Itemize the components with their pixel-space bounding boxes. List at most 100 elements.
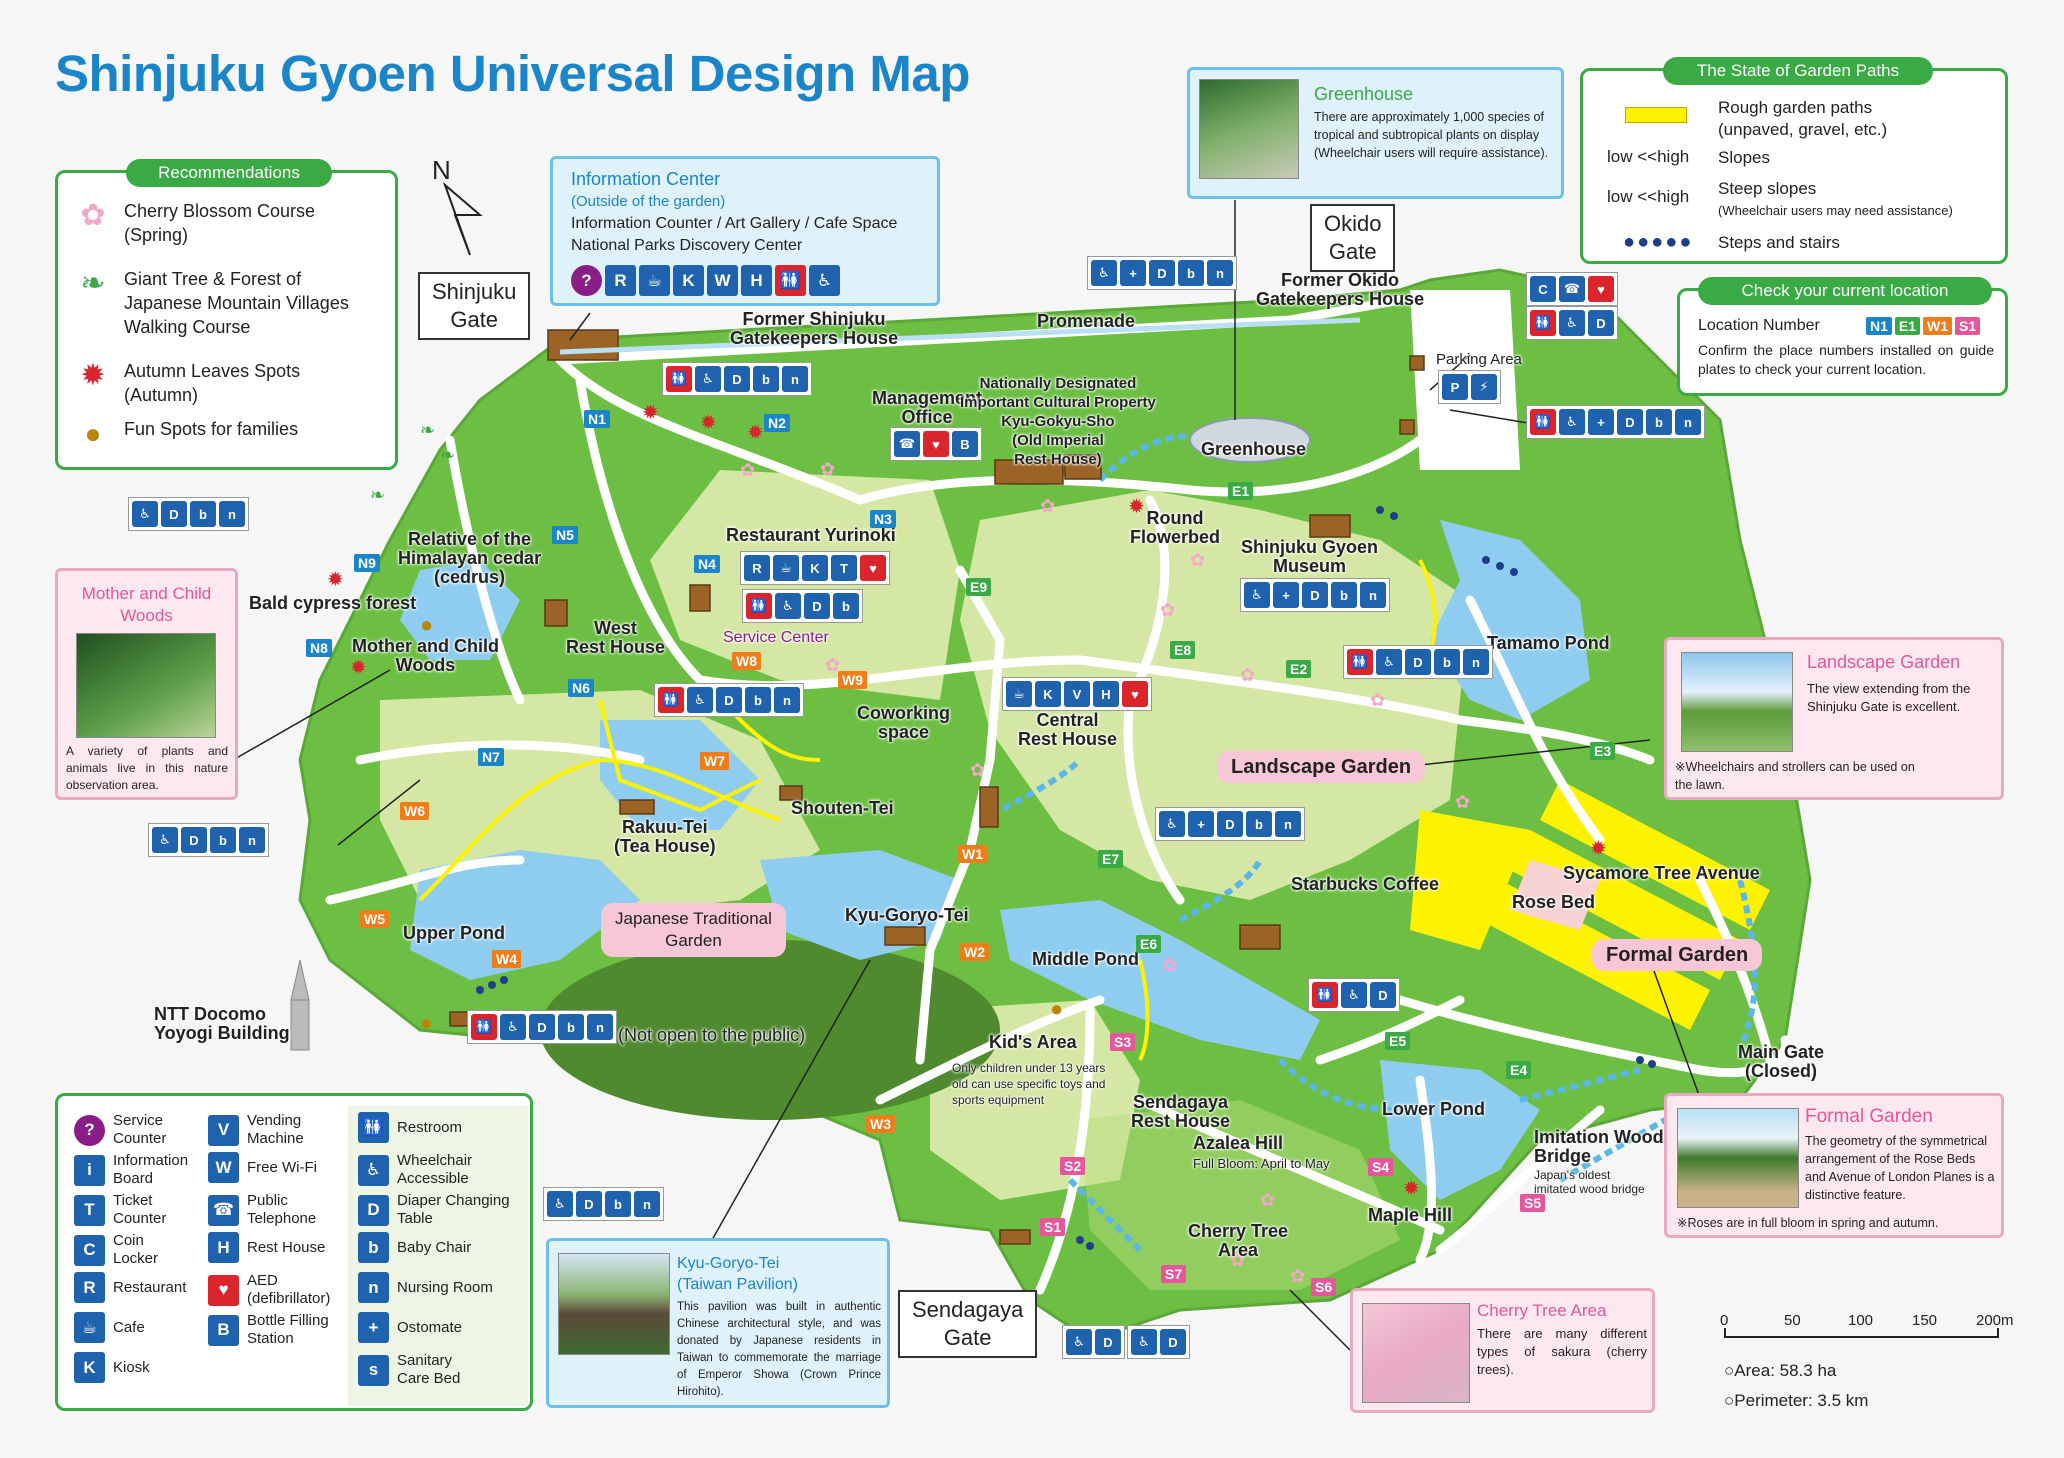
legend-icon: D	[358, 1194, 389, 1226]
facility-group: 🚻♿D	[1308, 978, 1400, 1012]
wheelchair-icon: ♿	[1066, 1329, 1092, 1355]
legend-label: Service Counter	[113, 1112, 167, 1147]
diaper-icon: D	[724, 366, 750, 392]
phone-icon: ☎	[894, 431, 920, 457]
diaper-icon: D	[181, 827, 207, 853]
landscape-photo	[1681, 652, 1793, 752]
location-number: S4	[1368, 1158, 1394, 1176]
location-number: N6	[568, 679, 594, 697]
baby-chair-icon: b	[833, 593, 859, 619]
label-kids-area: Kid's Area	[989, 1032, 1077, 1052]
label-parking: Parking Area	[1436, 351, 1522, 368]
location-number: E3	[1590, 742, 1616, 760]
label-himalayan: Relative of the Himalayan cedar (cedrus)	[398, 529, 542, 587]
area-value: Area: 58.3 ha	[1734, 1361, 1837, 1380]
facility-group: ♿D	[1127, 1325, 1190, 1359]
upper-pond	[410, 850, 640, 980]
ostomate-icon: +	[1273, 582, 1299, 608]
kiosk-icon: K	[1035, 681, 1061, 707]
perimeter-value: Perimeter: 3.5 km	[1734, 1391, 1869, 1410]
nursing-icon: n	[1275, 811, 1301, 837]
landscape-text: The view extending from the Shinjuku Gat…	[1807, 681, 1971, 714]
greenhouse-photo	[1199, 79, 1299, 179]
legend-icon: B	[208, 1314, 239, 1346]
legend-icon: +	[358, 1312, 389, 1343]
location-number: W3	[866, 1115, 895, 1133]
label-former-shinjuku: Former Shinjuku Gatekeepers House	[730, 309, 899, 348]
restroom-icon: 🚻	[1312, 982, 1338, 1008]
location-number: W8	[732, 652, 761, 670]
location-number: W5	[360, 910, 389, 928]
facility-group: P⚡	[1438, 370, 1501, 404]
location-number: W4	[492, 950, 521, 968]
legend-label: Information Board	[113, 1152, 189, 1187]
ntt-building-icon	[290, 959, 310, 1051]
location-number: S3	[1110, 1033, 1136, 1051]
label-not-open: (Not open to the public)	[618, 1025, 806, 1045]
nursing-icon: n	[1360, 582, 1386, 608]
formal-photo	[1677, 1108, 1799, 1208]
badge-s: S1	[1955, 317, 1981, 335]
kids-note: Only children under 13 years old can use…	[952, 1061, 1106, 1107]
formal-note: ※Roses are in full bloom in spring and a…	[1677, 1216, 1939, 1230]
formal-box: Formal Garden The geometry of the symmet…	[1664, 1093, 2004, 1238]
info-center-line1: Information Counter / Art Gallery / Cafe…	[571, 215, 898, 232]
label-service-center: Service Center	[723, 629, 829, 646]
legend-item: 🚻Restroom	[358, 1112, 462, 1143]
location-number: N5	[552, 526, 578, 544]
nursing-icon: n	[587, 1014, 613, 1040]
info-center-box: Information Center (Outside of the garde…	[550, 156, 940, 306]
restaurant-icon: R	[744, 555, 770, 581]
cherry-box: Cherry Tree Area There are many differen…	[1350, 1288, 1655, 1413]
page-title: Shinjuku Gyoen Universal Design Map	[55, 45, 970, 102]
legend-icon: C	[74, 1234, 105, 1266]
legend-item: ♿Wheelchair Accessible	[358, 1152, 472, 1188]
legend-label: Nursing Room	[397, 1278, 493, 1296]
kiosk-icon: K	[802, 555, 828, 581]
ostomate-icon: +	[1588, 409, 1614, 435]
facility-group: 🚻♿D	[1526, 306, 1618, 340]
wheelchair-icon: ♿	[1091, 260, 1117, 286]
aed-icon: ♥	[1122, 681, 1148, 707]
legend-label: Sanitary Care Bed	[397, 1352, 461, 1387]
diaper-icon: D	[1160, 1329, 1186, 1355]
nursing-icon: n	[1463, 649, 1489, 675]
location-number: W1	[958, 845, 987, 863]
location-number: S7	[1161, 1265, 1187, 1283]
rest-house-icon: H	[1093, 681, 1119, 707]
legend-icon: W	[208, 1152, 239, 1183]
label-tamamo: Tamamo Pond	[1487, 633, 1610, 653]
taiwan-title: Kyu-Goryo-Tei (Taiwan Pavilion)	[677, 1255, 798, 1293]
label-kyu-goryo-tei: Kyu-Goryo-Tei	[845, 905, 969, 925]
landscape-garden-label: Landscape Garden	[1217, 751, 1426, 783]
phone-icon: ☎	[1559, 276, 1585, 302]
restroom-icon: 🚻	[746, 593, 772, 619]
diaper-icon: D	[1588, 310, 1614, 336]
baby-chair-icon: b	[1434, 649, 1460, 675]
scale-tick: 0	[1720, 1312, 1729, 1329]
label-management: Management Office	[872, 388, 983, 427]
mother-child-text: A variety of plants and animals live in …	[66, 744, 228, 792]
location-number: E9	[966, 578, 992, 596]
wheelchair-icon: ♿	[809, 265, 840, 296]
legend-label: AED (defibrillator)	[247, 1272, 331, 1307]
legend-icon: ♿	[358, 1154, 389, 1186]
area-text: ○Area: 58.3 ha	[1724, 1361, 1837, 1380]
location-number: S2	[1060, 1157, 1086, 1175]
steps-label: Steps and stairs	[1718, 233, 1840, 252]
location-tag: Check your current location	[1698, 277, 1992, 305]
label-azalea: Azalea Hill	[1193, 1133, 1284, 1153]
location-number: N2	[764, 414, 790, 432]
label-ntt: NTT Docomo Yoyogi Building	[154, 1004, 290, 1043]
rough-path-swatch	[1625, 107, 1687, 123]
